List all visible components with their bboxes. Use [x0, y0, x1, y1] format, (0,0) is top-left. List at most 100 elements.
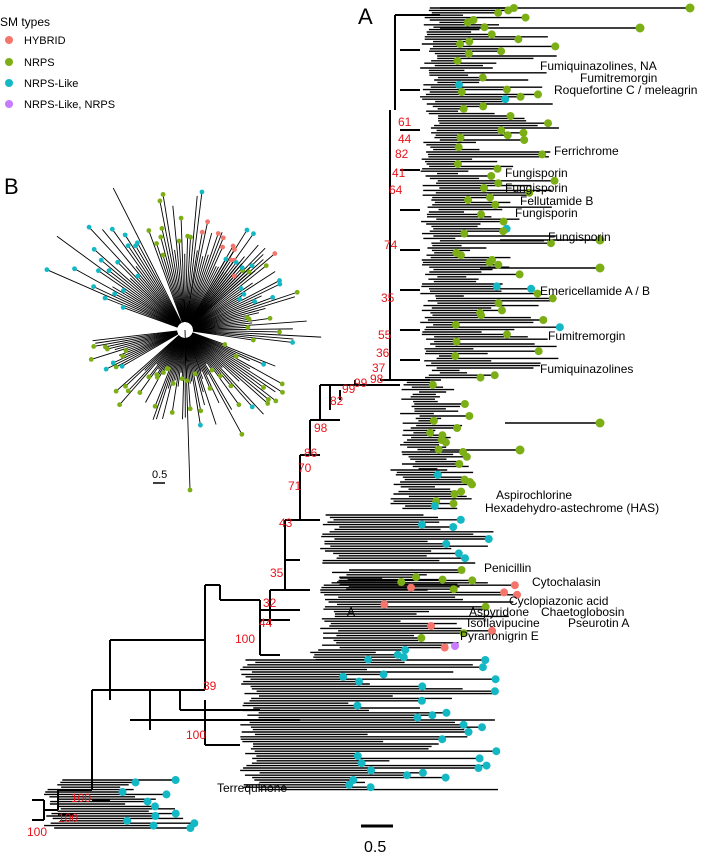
fan-branch: [187, 232, 223, 323]
tip-marker: [379, 670, 388, 679]
support-value: 100: [58, 811, 78, 825]
tip-marker: [504, 6, 513, 15]
support-value: 32: [263, 596, 277, 610]
fan-tip-marker: [158, 234, 164, 240]
fan-tip-marker: [91, 246, 97, 252]
support-value: 100: [27, 825, 47, 839]
legend: SM types HYBRID NRPS NRPS-Like NRPS-Like…: [0, 15, 115, 111]
fan-branch: [189, 336, 221, 377]
fan-branch: [192, 330, 293, 343]
fan-tip-marker: [113, 388, 119, 394]
tip-marker: [357, 759, 366, 768]
tip-marker: [353, 701, 362, 710]
fan-tip-marker: [250, 337, 256, 343]
tip-marker: [516, 92, 525, 101]
panel-letter-b: B: [4, 174, 19, 199]
tip-marker: [485, 258, 494, 267]
fan-tip-marker: [137, 390, 143, 395]
fan-branch: [123, 290, 179, 327]
fan-tip-marker: [233, 260, 239, 265]
fan-branch: [190, 259, 264, 325]
fan-branch: [114, 331, 178, 351]
fan-branch: [186, 254, 209, 323]
fan-tip-marker: [113, 364, 119, 370]
tip-marker: [427, 622, 436, 630]
tip-marker: [480, 23, 489, 32]
fan-branch: [192, 318, 250, 330]
tip-marker: [438, 735, 447, 744]
fan-branch: [184, 329, 191, 491]
fan-branch: [192, 326, 248, 331]
fan-branch: [171, 337, 185, 413]
fan-tip-marker: [270, 295, 276, 300]
fan-tip-marker: [106, 268, 112, 274]
fan-tip-marker: [232, 247, 237, 252]
fan-tip-marker: [279, 381, 285, 387]
fan-branch: [74, 268, 179, 327]
tip-marker: [451, 642, 459, 650]
fan-tip-marker: [102, 344, 108, 350]
legend-label-nrps: NRPS: [24, 57, 55, 69]
scale-label-b: 0.5: [152, 469, 167, 481]
tip-marker: [468, 576, 477, 585]
tip-marker: [417, 520, 426, 529]
backbone-branches-a: [259, 600, 300, 656]
tip-marker: [550, 176, 559, 185]
tip-marker: [494, 179, 503, 188]
fan-tip-marker: [122, 232, 128, 238]
fan-tip-marker: [272, 251, 278, 256]
fan-branch: [108, 270, 179, 326]
fan-branch: [192, 283, 281, 327]
tip-marker: [595, 235, 605, 245]
tip-marker: [484, 535, 493, 543]
fan-branch: [167, 337, 184, 389]
fan-branch: [156, 243, 183, 323]
fan-tip-marker: [159, 226, 165, 231]
clade-label-cyclopiazonic-acid: Cyclopiazonic acid: [509, 594, 608, 608]
backbone-branches-mid: [204, 584, 260, 746]
fan-branch: [189, 336, 213, 371]
tip-marker: [534, 347, 543, 356]
fan-tip-marker: [120, 288, 126, 293]
fan-branch: [192, 296, 273, 328]
fan-branch: [148, 336, 181, 378]
fan-branch: [115, 334, 180, 392]
clade-label-fumitremorgin-2: Fumitremorgin: [548, 329, 625, 343]
fan-branch: [102, 229, 181, 325]
fan-tip-marker: [237, 296, 243, 302]
tree-tip-markers: [118, 3, 695, 832]
scale-label-a: 0.5: [364, 839, 386, 853]
support-value: 71: [288, 479, 302, 493]
clade-label-fungisporin-1: Fungisporin: [505, 166, 568, 180]
fan-branch: [184, 236, 189, 323]
fan-branch: [117, 261, 180, 325]
tip-marker: [367, 766, 376, 775]
support-value: 44: [398, 132, 412, 146]
fan-branch: [190, 335, 264, 415]
tip-marker: [533, 289, 542, 298]
fan-tip-marker: [239, 265, 245, 271]
tip-marker: [429, 416, 438, 425]
tip-marker: [453, 160, 462, 168]
support-value: 37: [372, 361, 386, 375]
fan-tip-marker: [228, 383, 234, 389]
tip-marker: [493, 164, 502, 173]
fan-branch: [185, 237, 191, 323]
fan-branch: [192, 330, 254, 341]
fan-tip-marker: [146, 228, 152, 233]
tip-marker: [514, 35, 523, 44]
fan-tip-marker: [160, 192, 166, 197]
fan-branch: [177, 337, 185, 387]
tip-marker: [401, 646, 410, 654]
backbone-branches-c: [299, 384, 400, 520]
support-value: 35: [270, 566, 284, 580]
tip-marker: [520, 136, 529, 144]
fan-branch: [114, 293, 179, 327]
tip-marker: [412, 573, 421, 582]
fan-tip-marker: [209, 367, 215, 373]
fan-branch: [162, 254, 184, 323]
tip-marker: [449, 499, 458, 508]
fan-branch: [119, 335, 181, 405]
tip-marker: [487, 172, 496, 180]
tip-marker: [501, 95, 510, 104]
